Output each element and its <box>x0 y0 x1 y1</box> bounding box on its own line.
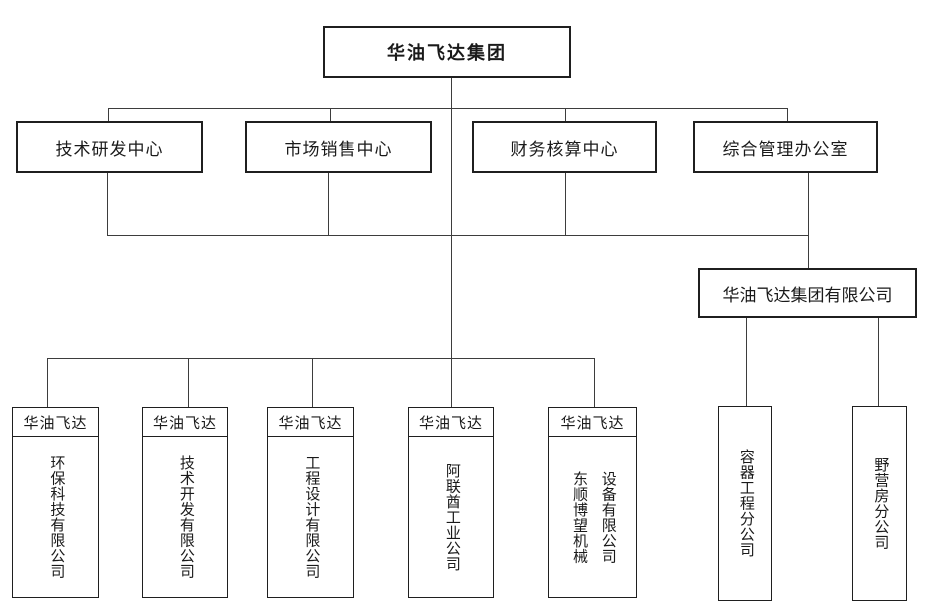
connector-subsidiary-bus <box>47 357 594 359</box>
org-node-subsidiary-machinery: 华油飞达 东顺博望机械 设备有限公司 <box>548 407 637 598</box>
subsidiary-header: 华油飞达 <box>143 408 227 437</box>
org-node-subsidiary-uae: 华油飞达 阿联酋工业公司 <box>408 407 494 598</box>
subsidiary-header: 华油飞达 <box>409 408 493 437</box>
branch-name-vertical: 容器工程分公司 <box>737 449 754 558</box>
org-node-subsidiary-tech-dev: 华油飞达 技术开发有限公司 <box>142 407 228 598</box>
org-node-admin-office: 综合管理办公室 <box>693 121 878 173</box>
connector-drop-sub3 <box>311 358 313 407</box>
subsidiary-name-vertical: 工程设计有限公司 <box>303 455 320 579</box>
org-node-tech-center: 技术研发中心 <box>16 121 203 173</box>
org-node-sales-center: 市场销售中心 <box>245 121 432 173</box>
connector-trunk <box>450 78 452 407</box>
subsidiary-name-vertical: 阿联酋工业公司 <box>443 462 460 572</box>
org-node-subsidiary-engineering: 华油飞达 工程设计有限公司 <box>267 407 354 598</box>
subsidiary-body: 工程设计有限公司 <box>268 437 353 597</box>
connector-drop-finance-center <box>564 108 566 121</box>
subsidiary-header: 华油飞达 <box>13 408 98 437</box>
org-node-sales-center-label: 市场销售中心 <box>284 139 393 159</box>
org-node-group-company-label: 华油飞达集团有限公司 <box>722 285 893 305</box>
org-node-finance-center: 财务核算中心 <box>472 121 657 173</box>
org-node-tech-center-label: 技术研发中心 <box>55 139 164 159</box>
org-node-finance-center-label: 财务核算中心 <box>510 139 619 159</box>
connector-drop-sub1 <box>46 358 48 407</box>
org-node-branch-camp: 野营房分公司 <box>852 406 907 601</box>
org-node-root: 华油飞达集团 <box>323 26 571 78</box>
subsidiary-body: 东顺博望机械 设备有限公司 <box>549 437 636 597</box>
subsidiary-name-vertical: 环保科技有限公司 <box>48 455 65 579</box>
org-node-root-label: 华油飞达集团 <box>387 43 507 63</box>
connector-admin-office-down <box>807 173 809 268</box>
connector-drop-sub5 <box>593 358 595 407</box>
connector-drop-tech-center <box>107 108 109 121</box>
connector-drop-sub2 <box>187 358 189 407</box>
subsidiary-name-vertical: 技术开发有限公司 <box>177 455 194 579</box>
subsidiary-body: 环保科技有限公司 <box>13 437 98 597</box>
connector-sales-center-down <box>327 173 329 235</box>
connector-drop-branch2 <box>877 318 879 406</box>
connector-tech-center-down <box>106 173 108 235</box>
org-node-branch-container: 容器工程分公司 <box>718 406 772 601</box>
connector-drop-admin-office <box>786 108 788 121</box>
branch-name-vertical: 野营房分公司 <box>872 457 889 550</box>
subsidiary-header: 华油飞达 <box>549 408 636 437</box>
connector-drop-sales-center <box>329 108 331 121</box>
subsidiary-body: 技术开发有限公司 <box>143 437 227 597</box>
subsidiary-name-vertical-col2: 设备有限公司 <box>599 470 616 564</box>
subsidiary-body: 阿联酋工业公司 <box>409 437 493 597</box>
org-node-group-company: 华油飞达集团有限公司 <box>698 268 917 318</box>
org-node-subsidiary-environment: 华油飞达 环保科技有限公司 <box>12 407 99 598</box>
connector-level2-bus <box>108 107 788 109</box>
subsidiary-header: 华油飞达 <box>268 408 353 437</box>
connector-drop-branch1 <box>745 318 747 406</box>
org-node-admin-office-label: 综合管理办公室 <box>722 139 849 159</box>
connector-mid-bus <box>107 234 808 236</box>
subsidiary-name-vertical-col1: 东顺博望机械 <box>571 470 587 564</box>
connector-finance-center-down <box>564 173 566 235</box>
